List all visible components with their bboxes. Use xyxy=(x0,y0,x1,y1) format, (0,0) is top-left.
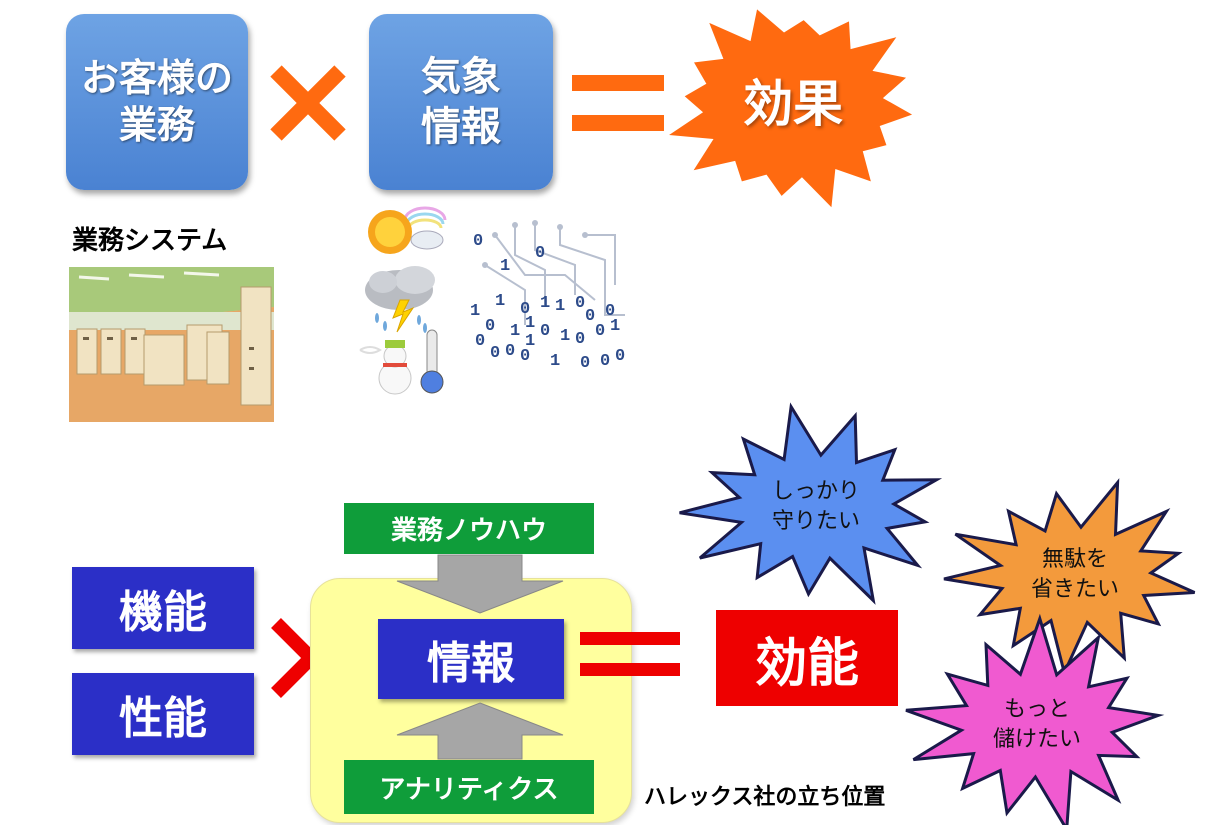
save-waste-burst-text: 無駄を 省きたい xyxy=(950,540,1200,610)
binary-digit: 1 xyxy=(470,302,480,321)
result-starburst xyxy=(663,5,917,212)
protect-line1: しっかり xyxy=(771,479,860,505)
binary-digit: 1 xyxy=(500,257,510,276)
business-knowhow-box: 業務ノウハウ xyxy=(344,503,594,554)
customer-business-line2: 業務 xyxy=(118,103,195,147)
binary-digit: 0 xyxy=(575,330,585,349)
profit-burst-text: もっと 儲けたい xyxy=(912,690,1162,760)
result-label: 効果 xyxy=(743,75,843,133)
weather-info-tile: 気象 情報 xyxy=(369,14,553,190)
binary-digit: 1 xyxy=(550,352,560,371)
profit-line1: もっと xyxy=(1003,697,1070,723)
equals-sign-bottom xyxy=(580,632,680,676)
binary-digit: 0 xyxy=(595,322,605,341)
binary-digit: 0 xyxy=(575,294,585,313)
binary-digit: 1 xyxy=(495,292,505,311)
profit-burst xyxy=(905,613,1165,825)
effect-box: 効能 xyxy=(716,610,898,706)
binary-digit: 0 xyxy=(490,344,500,363)
binary-digit: 1 xyxy=(510,322,520,341)
weather-info-line2: 情報 xyxy=(421,104,501,150)
binary-digit: 1 xyxy=(525,332,535,351)
binary-digit: 0 xyxy=(505,342,515,361)
protect-burst-text: しっかり 守りたい xyxy=(686,472,946,542)
protect-line2: 守りたい xyxy=(771,509,860,534)
save-line2: 省きたい xyxy=(1030,577,1119,602)
binary-digit: 1 xyxy=(560,327,570,346)
equals-sign-top xyxy=(572,75,664,131)
binary-digit: 0 xyxy=(605,302,615,321)
binary-digit: 0 xyxy=(475,332,485,351)
binary-digit: 0 xyxy=(615,347,625,366)
protect-burst xyxy=(679,402,943,605)
binary-digit: 0 xyxy=(580,354,590,373)
data-center-illustration xyxy=(69,267,274,422)
binary-digit: 0 xyxy=(600,352,610,371)
binary-digit: 0 xyxy=(485,317,495,336)
function-box: 機能 xyxy=(72,567,254,649)
multiply-sign-top xyxy=(270,65,346,141)
profit-line2: 儲けたい xyxy=(992,727,1081,752)
business-system-caption: 業務システム xyxy=(72,226,228,256)
analytics-box: アナリティクス xyxy=(344,760,594,814)
customer-business-line1: お客様の xyxy=(80,55,233,100)
binary-digit: 0 xyxy=(535,244,545,263)
binary-digit: 0 xyxy=(585,307,595,326)
up-arrow xyxy=(396,702,564,760)
information-box: 情報 xyxy=(378,619,564,699)
binary-digit: 1 xyxy=(555,297,565,316)
binary-digit: 1 xyxy=(610,317,620,336)
weather-info-line1: 気象 xyxy=(421,54,501,100)
down-arrow xyxy=(396,554,564,614)
binary-digit: 0 xyxy=(540,322,550,341)
weather-icons-illustration xyxy=(359,206,447,395)
hallex-position-label: ハレックス社の立ち位置 xyxy=(644,785,886,810)
save-line1: 無駄を xyxy=(1041,547,1108,573)
binary-digit: 0 xyxy=(520,300,530,319)
binary-digit: 0 xyxy=(473,232,483,251)
performance-box: 性能 xyxy=(72,673,254,755)
binary-digit: 1 xyxy=(540,294,550,313)
save-waste-burst xyxy=(943,478,1196,678)
binary-digit: 1 xyxy=(525,314,535,333)
binary-digit: 0 xyxy=(520,347,530,366)
customer-business-tile: お客様の 業務 xyxy=(66,14,248,190)
